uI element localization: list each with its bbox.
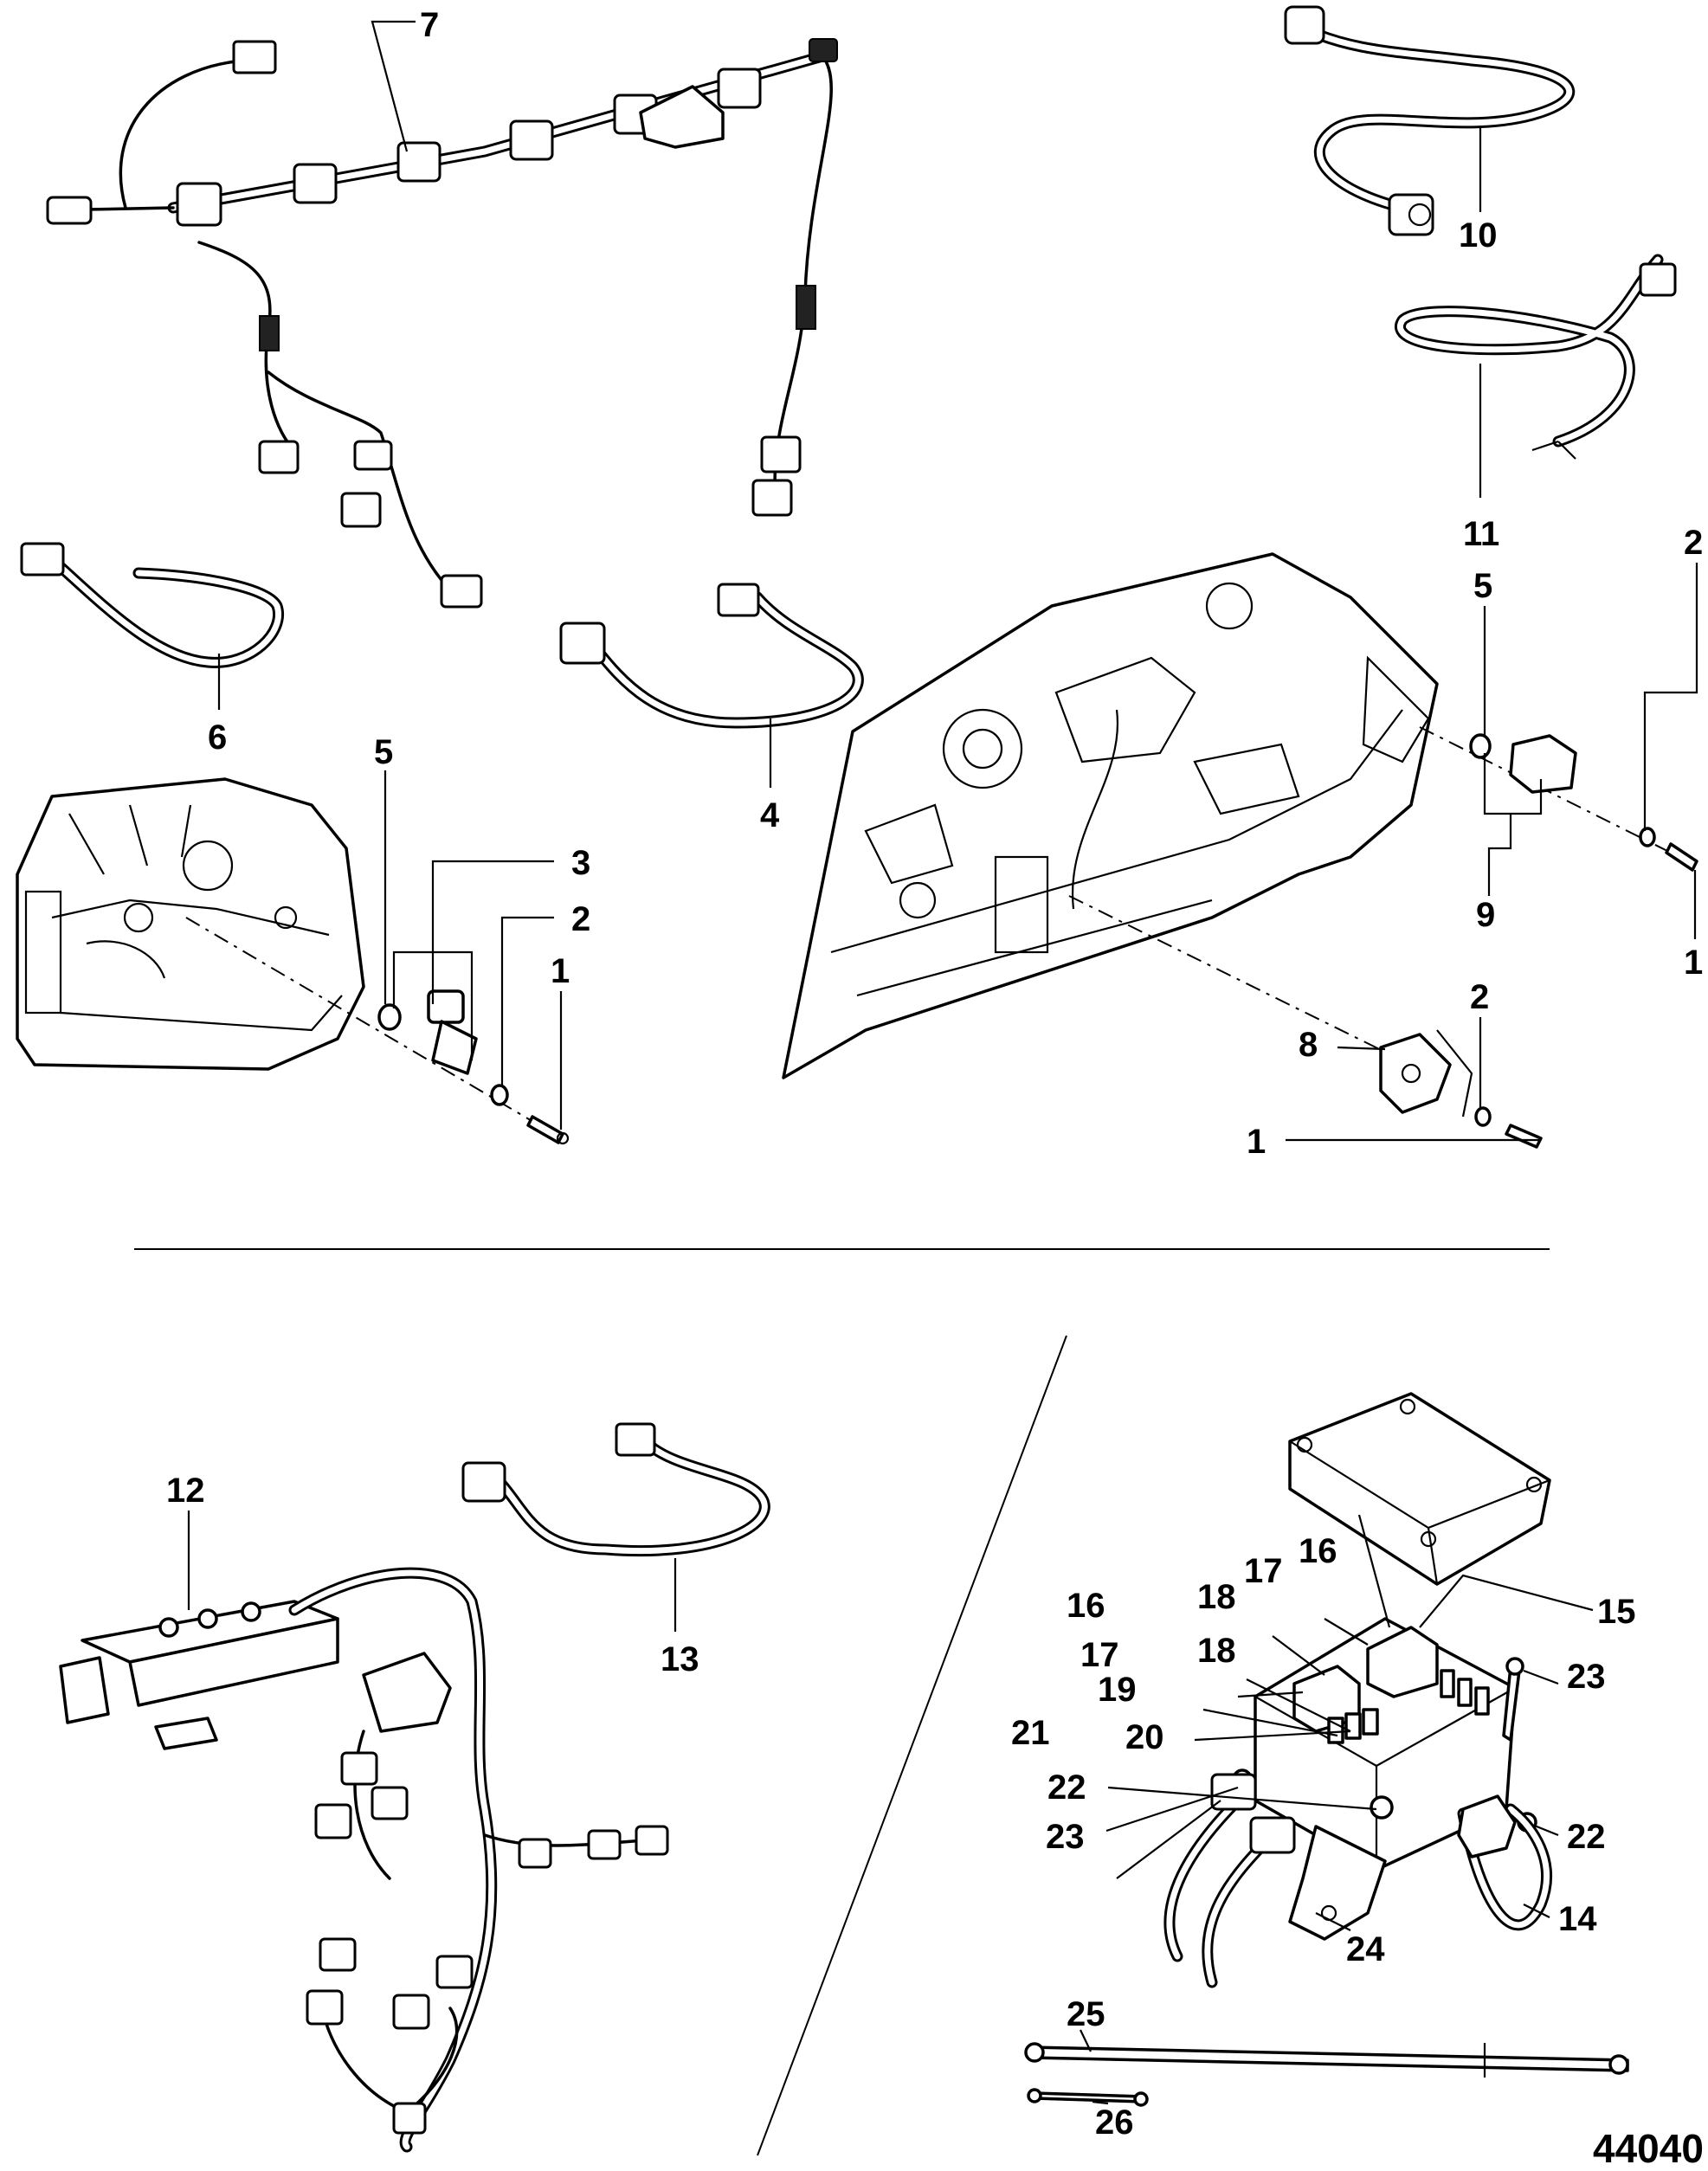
callout-16: 16 [1067, 1587, 1105, 1625]
callout-11: 11 [1463, 515, 1499, 553]
engine-block-left [16, 777, 365, 1071]
callout-9: 9 [1476, 896, 1495, 934]
callout-20: 20 [1125, 1718, 1164, 1756]
callout-24: 24 [1346, 1930, 1385, 1968]
callout-3: 3 [571, 844, 590, 882]
callout-23-left: 23 [1046, 1818, 1085, 1856]
callout-17: 17 [1080, 1636, 1119, 1674]
callout-2-right: 2 [1684, 524, 1703, 562]
leader-lines [187, 20, 1698, 2105]
sensor-8 [1068, 895, 1543, 1149]
callout-18-top: 18 [1197, 1578, 1236, 1616]
callout-22-left: 22 [1047, 1768, 1086, 1807]
harness-13 [461, 1422, 770, 1557]
fuse-box-assembly [1024, 1392, 1629, 2107]
harness-11 [1395, 254, 1677, 460]
bracket-harness-12 [59, 1567, 669, 2153]
engine-harness-7 [46, 38, 838, 609]
callout-5: 5 [374, 733, 393, 771]
callout-4: 4 [760, 796, 780, 834]
callout-15: 15 [1597, 1593, 1636, 1631]
engine-block-right [782, 552, 1439, 1079]
callout-1-right: 1 [1684, 944, 1703, 982]
callout-10: 10 [1459, 216, 1498, 254]
callout-17-top: 17 [1244, 1552, 1283, 1590]
callout-1: 1 [551, 952, 570, 990]
diagonal-divider [757, 1335, 1067, 2156]
callout-22-right: 22 [1567, 1818, 1606, 1856]
callout-25: 25 [1067, 1995, 1105, 2033]
callout-2: 2 [571, 900, 590, 938]
callout-23-right: 23 [1567, 1658, 1606, 1696]
callout-6: 6 [208, 718, 227, 757]
left-sensor-assembly [185, 917, 570, 1145]
right-sensor-assembly [1419, 726, 1698, 872]
callout-13: 13 [661, 1640, 699, 1678]
figure-number: 44040 [1593, 2126, 1704, 2171]
callout-1-center: 1 [1247, 1123, 1266, 1161]
extension-harness-10 [1284, 5, 1576, 236]
callout-12: 12 [166, 1472, 205, 1510]
callout-16-top: 16 [1299, 1532, 1337, 1570]
sensor-harness-4 [559, 583, 864, 729]
sensor-harness-6 [20, 542, 284, 668]
callout-8: 8 [1299, 1026, 1318, 1064]
callout-14: 14 [1558, 1900, 1597, 1938]
callout-7: 7 [420, 6, 439, 44]
callout-labels: 7 10 11 6 4 5 3 2 1 5 9 2 1 2 8 1 12 13 … [166, 6, 1704, 2171]
callout-19: 19 [1098, 1671, 1137, 1709]
callout-21: 21 [1011, 1714, 1050, 1752]
callout-5-right: 5 [1473, 567, 1492, 605]
callout-2-center: 2 [1470, 978, 1489, 1016]
callout-26: 26 [1095, 2103, 1134, 2142]
callout-18: 18 [1197, 1632, 1236, 1670]
